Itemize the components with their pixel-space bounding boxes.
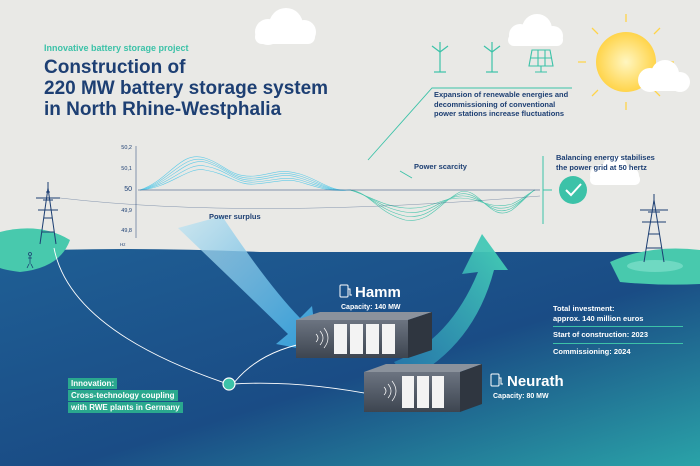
y-tick: 50,1 bbox=[121, 166, 132, 172]
frequency-wave bbox=[139, 156, 351, 191]
neurath-name: Neurath bbox=[507, 373, 564, 390]
note-line: Balancing energy stabilises bbox=[556, 153, 655, 162]
commissioning-date: Commissioning: 2024 bbox=[553, 346, 631, 356]
hamm-name: Hamm bbox=[355, 284, 401, 301]
innovation-line: with RWE plants in Germany bbox=[68, 402, 183, 413]
investment-label: Total investment: bbox=[553, 304, 615, 313]
transmission-tower-icon bbox=[36, 182, 60, 245]
note-line: the power grid at 50 hertz bbox=[556, 162, 647, 172]
sun-icon bbox=[578, 14, 690, 110]
construction-start: Start of construction: 2023 bbox=[553, 330, 649, 339]
transmission-tower-icon bbox=[640, 194, 668, 263]
power-surplus-label: Power surplus bbox=[209, 212, 261, 221]
project-facts: Total investment: approx. 140 million eu… bbox=[553, 304, 683, 356]
frequency-wave-low bbox=[349, 189, 536, 221]
y-tick: 50 bbox=[124, 186, 132, 193]
neurath-capacity: Capacity: 80 MW bbox=[493, 393, 549, 400]
divider bbox=[553, 342, 683, 344]
left-island bbox=[0, 228, 70, 272]
note-line: Expansion of renewable energies and bbox=[434, 90, 569, 99]
page-title: Construction of 220 MW battery storage s… bbox=[44, 57, 344, 120]
divider bbox=[553, 326, 683, 327]
project-kicker: Innovative battery storage project bbox=[44, 43, 189, 53]
ev-charger-icon bbox=[339, 284, 503, 387]
innovation-line: Cross-technology coupling bbox=[68, 390, 178, 401]
hamm-capacity: Capacity: 140 MW bbox=[341, 304, 401, 311]
title-line: 220 MW battery storage system bbox=[44, 78, 329, 99]
neurath-battery bbox=[364, 364, 482, 412]
note-line: decommissioning of conventional bbox=[434, 99, 556, 109]
y-tick: 50,2 bbox=[121, 145, 132, 151]
wind-turbine-icon bbox=[431, 42, 449, 73]
hamm-battery bbox=[296, 312, 432, 358]
surplus-arrow bbox=[178, 216, 318, 352]
y-tick: 49,8 bbox=[121, 228, 132, 234]
y-axis-unit: Hz bbox=[120, 242, 126, 247]
y-tick: 49,9 bbox=[121, 208, 132, 214]
person-figure bbox=[26, 252, 34, 269]
investment-value: approx. 140 million euros bbox=[553, 313, 644, 323]
power-scarcity-label: Power scarcity bbox=[414, 162, 467, 171]
innovation-callout: Innovation: Cross-technology coupling wi… bbox=[68, 378, 183, 414]
wind-turbine-icon bbox=[483, 42, 501, 73]
title-line: in North Rhine-Westphalia bbox=[44, 99, 282, 120]
checkmark-icon bbox=[559, 176, 587, 204]
innovation-line: Innovation: bbox=[68, 378, 118, 389]
scarcity-arrow bbox=[394, 234, 508, 380]
title-line: Construction of bbox=[44, 57, 186, 78]
note-line: power stations increase fluctuations bbox=[434, 109, 565, 118]
expansion-note: Expansion of renewable energies and deco… bbox=[434, 90, 568, 119]
balancing-note: Balancing energy stabilises the power gr… bbox=[556, 153, 655, 172]
cloud-icon bbox=[255, 8, 640, 185]
solar-panel-icon bbox=[528, 49, 554, 73]
